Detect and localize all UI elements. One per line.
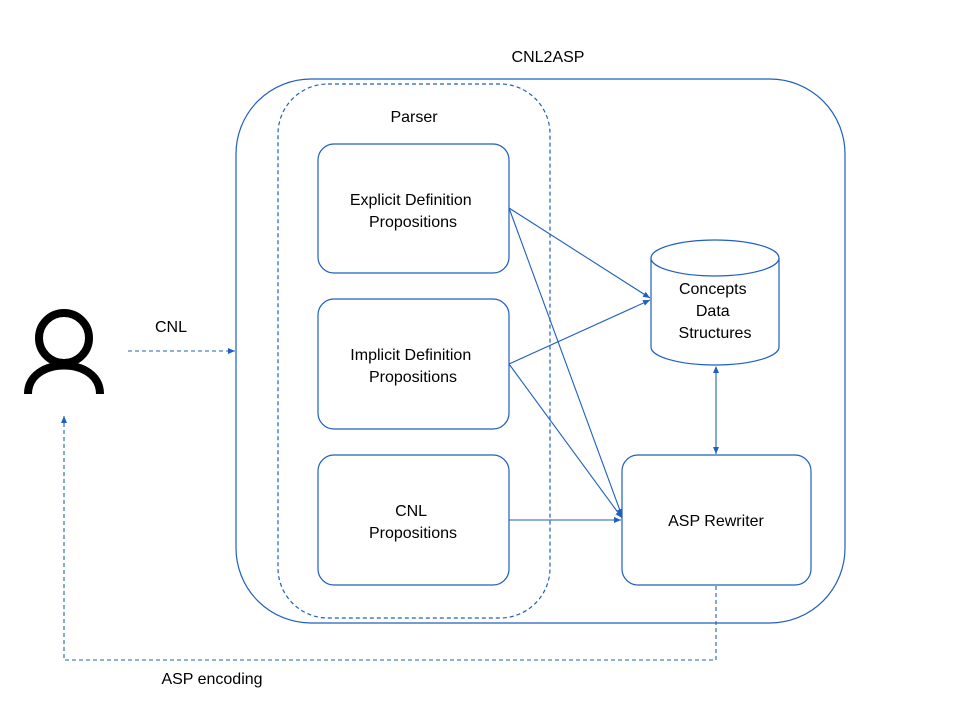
explicit-definition-label: Explicit Definition Propositions (350, 192, 476, 231)
arrow-implicit-to-concepts (508, 299, 651, 365)
cnl-input-label: CNL (155, 319, 187, 336)
parser-container (277, 83, 551, 619)
cnl2asp-container (235, 78, 846, 624)
arrow-rewriter-to-user (61, 416, 717, 661)
arrow-implicit-to-rewriter (508, 363, 623, 519)
arrow-explicit-to-concepts (508, 207, 651, 299)
arrow-explicit-to-rewriter (508, 207, 623, 517)
asp-encoding-label: ASP encoding (161, 671, 262, 688)
parser-title: Parser (390, 109, 438, 126)
asp-rewriter-box (621, 454, 812, 586)
concepts-data-structures-store (650, 239, 780, 366)
cnl-propositions-box (317, 454, 510, 586)
cnl-propositions-label: CNL Propositions (369, 503, 457, 542)
implicit-definition-box (317, 298, 510, 430)
asp-rewriter-label: ASP Rewriter (668, 513, 764, 530)
person-icon (24, 309, 104, 395)
concepts-data-structures-label: Concepts Data Structures (679, 281, 752, 342)
cnl2asp-title: CNL2ASP (512, 49, 585, 66)
implicit-definition-label: Implicit Definition Propositions (350, 347, 475, 386)
